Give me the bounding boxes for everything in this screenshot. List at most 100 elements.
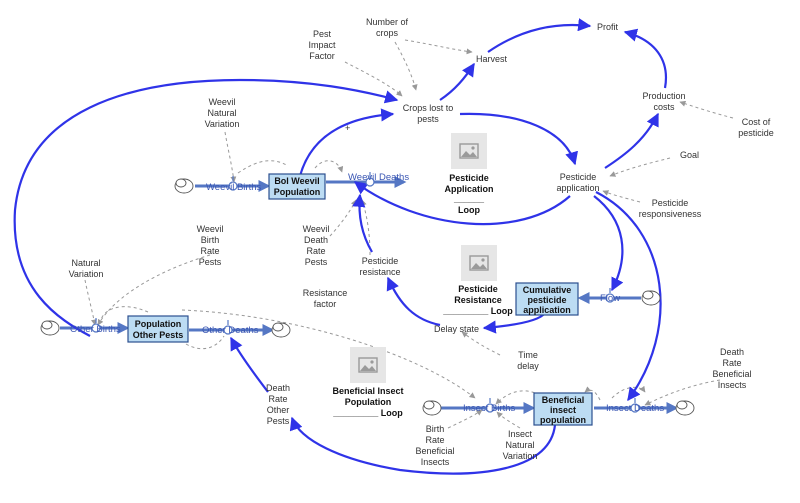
var-time-delay[interactable]: Time delay [517,350,539,371]
var-weevil-birth-rate-pests[interactable]: Weevil Birth Rate Pests [197,224,224,267]
var-label-line: Pesticide [652,198,689,208]
loop-label-line: Resistance [454,295,502,305]
var-label-line: Pests [267,416,290,426]
var-label-line: Cost of [742,117,771,127]
link-delay-resistance [386,276,441,327]
var-pesticide-resistance[interactable]: Pesticide resistance [359,256,400,277]
var-label-line: application [556,183,599,193]
loop-label-line: Beneficial Insect [332,386,403,396]
loop-label-line: Pesticide [458,284,498,294]
var-label-line: Time [518,350,538,360]
var-label-line: Death [304,235,328,245]
flow-label-weevil-deaths[interactable]: Weevil Deaths [348,172,409,183]
var-profit[interactable]: Profit [597,22,619,32]
link-application-insect-deaths [595,191,662,402]
var-cost-of-pesticide[interactable]: Cost of pesticide [738,117,774,138]
var-label-line: Beneficial [712,369,751,379]
link-application-flow [593,195,624,292]
link-crops-lost-application [459,112,578,166]
image-placeholder-icon [451,133,487,169]
var-weevil-natural-variation[interactable]: Weevil Natural Variation [205,97,240,129]
cloud-insect-deaths-sink [675,400,695,416]
var-label-line: Harvest [476,54,508,64]
var-label-line: Production [642,91,685,101]
cloud-flow-source [641,290,661,306]
cloud-insect-births-source [422,400,442,416]
var-label-line: Variation [503,451,538,461]
loop-label-line: _________ Loop [332,408,403,418]
var-pesticide-application[interactable]: Pesticide application [556,172,599,193]
stock-label-line: Population [274,187,321,197]
var-label-line: Death [266,383,290,393]
stock-bol-weevil-population[interactable]: Bol Weevil Population [268,173,326,200]
stock-label-line: pesticide [527,295,566,305]
var-birth-rate-beneficial-insects[interactable]: Birth Rate Beneficial Insects [415,424,454,467]
var-weevil-death-rate-pests[interactable]: Weevil Death Rate Pests [303,224,330,267]
var-label-line: Insects [421,457,450,467]
var-label-line: Weevil [209,97,236,107]
stock-beneficial-insect-population[interactable]: Beneficial insect population [533,392,593,426]
clouds [40,178,695,416]
stock-label-line: insect [550,405,576,415]
flow-label-flow[interactable]: Flow [600,293,620,304]
polarity-marker: + [345,123,350,133]
valve-weevil-deaths [365,172,375,187]
stock-cumulative-pesticide-application[interactable]: Cumulative pesticide application [515,282,579,316]
loop-label-line: _________ Loop [442,306,513,316]
flow-label-insect-deaths[interactable]: Insect Deaths [606,403,664,414]
flow-label-other-births[interactable]: Other Births [70,324,121,335]
var-label-line: Variation [69,269,104,279]
var-death-rate-other-pests[interactable]: Death Rate Other Pests [266,383,290,426]
var-label-line: Pest [313,29,332,39]
var-label-line: Goal [680,150,699,160]
valves [91,172,640,413]
var-label-line: Crops lost to [403,103,454,113]
loop-pesticide-application[interactable]: Pesticide Application ______ Loop [445,133,494,215]
var-goal[interactable]: Goal [680,150,699,160]
loop-label-line: Application [445,184,494,194]
valve-other-births [91,318,101,333]
var-resistance-factor[interactable]: Resistance factor [303,288,348,309]
var-label-line: factor [314,299,337,309]
loop-pesticide-resistance[interactable]: Pesticide Resistance _________ Loop [442,245,513,316]
flow-label-insect-births[interactable]: Insect Births [463,403,516,414]
var-insect-natural-variation[interactable]: Insect Natural Variation [503,429,538,461]
var-label-line: Variation [205,119,240,129]
var-natural-variation[interactable]: Natural Variation [69,258,104,279]
stock-label-line: Cumulative [523,285,572,295]
link-resistance-weevil-deaths [352,193,373,253]
var-pesticide-responsiveness[interactable]: Pesticide responsiveness [639,198,702,219]
var-delay-state[interactable]: Delay state [434,324,479,334]
link-application-costs [604,112,659,169]
var-label-line: Resistance [303,288,348,298]
var-death-rate-beneficial-insects[interactable]: Death Rate Beneficial Insects [712,347,751,390]
var-number-of-crops[interactable]: Number of crops [366,17,409,38]
var-label-line: Other [267,405,290,415]
var-label-line: Number of [366,17,409,27]
link-weevil-crops-lost [298,108,395,177]
stock-label-line: Beneficial [542,395,585,405]
stock-label-line: Other Pests [133,330,184,340]
causal-links [13,18,668,475]
link-costs-profit [623,28,668,89]
link-application-weevil-deaths [353,181,571,226]
flow-label-weevil-births[interactable]: Weevil Births [206,182,262,193]
flow-label-other-deaths[interactable]: Other Deaths [202,325,259,336]
stock-population-other-pests[interactable]: Population Other Pests [127,315,189,343]
var-harvest[interactable]: Harvest [476,54,508,64]
loop-beneficial-insect-population[interactable]: Beneficial Insect Population _________ L… [332,347,404,418]
var-crops-lost-to-pests[interactable]: Crops lost to pests [403,103,454,124]
cloud-other-births-source [40,320,60,336]
var-label-line: Natural [71,258,100,268]
link-other-births-crops-lost [13,78,399,337]
var-label-line: Birth [201,235,220,245]
stock-label-line: population [540,415,586,425]
var-label-line: costs [653,102,675,112]
var-label-line: Birth [426,424,445,434]
var-production-costs[interactable]: Production costs [642,91,685,112]
var-pest-impact-factor[interactable]: Pest Impact Factor [308,29,336,61]
loop-label-line: Population [345,397,392,407]
var-label-line: Weevil [197,224,224,234]
var-label-line: resistance [359,267,400,277]
info-links [84,39,734,429]
